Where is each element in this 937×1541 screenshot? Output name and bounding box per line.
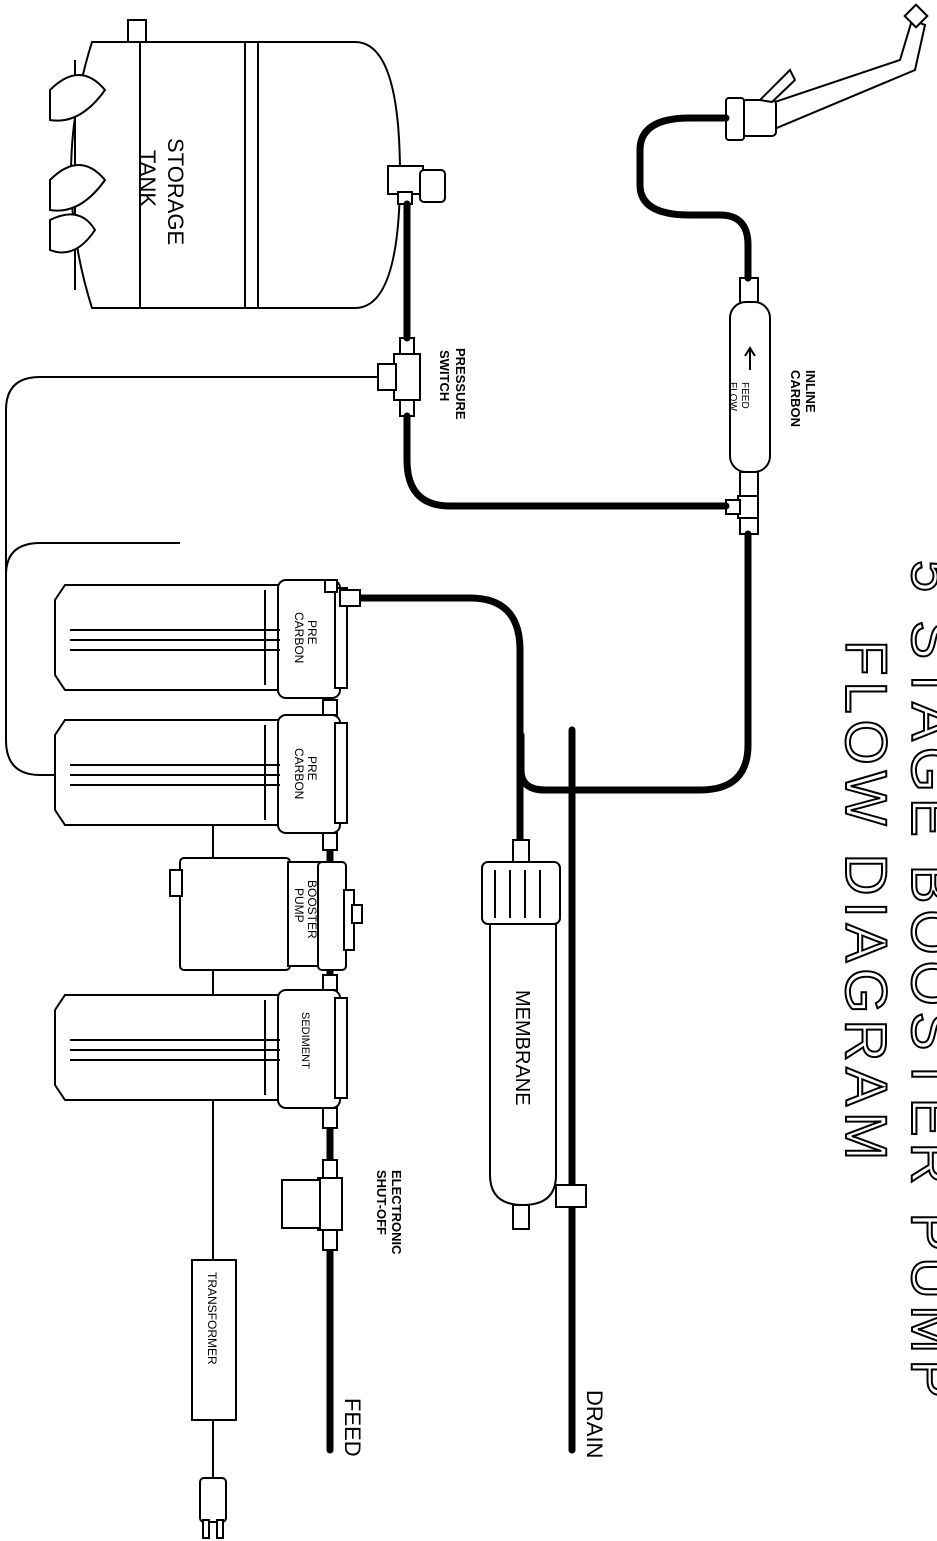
transformer: TRANSFORMER xyxy=(191,1259,237,1421)
pre-carbon-1-label-2: CARBON xyxy=(292,612,306,663)
inline-carbon-label-2: CARBON xyxy=(788,370,803,427)
membrane-label: MEMBRANE xyxy=(511,990,533,1106)
pre-carbon-filter-2: PRE CARBON xyxy=(54,699,348,851)
faucet xyxy=(725,3,929,141)
feed-flow-label-1: FEED xyxy=(739,382,750,409)
power-plug xyxy=(199,1477,227,1539)
pressure-switch-label-1: PRESSURE xyxy=(453,348,468,420)
booster-pump: BOOSTER PUMP xyxy=(169,857,363,991)
inline-carbon-label-1: INLINE xyxy=(803,370,818,413)
storage-tank-label-1: STORAGE xyxy=(163,138,188,245)
storage-tank-label-2: TANK xyxy=(135,150,160,207)
booster-pump-label-2: PUMP xyxy=(292,888,306,923)
pre-carbon-2-label-1: PRE xyxy=(305,756,319,781)
electronic-shutoff-label-2: SHUT-OFF xyxy=(374,1170,389,1235)
membrane-housing: MEMBRANE xyxy=(481,839,587,1230)
sediment-label: SEDIMENT xyxy=(299,1012,311,1069)
electronic-shutoff-valve: ELECTRONIC SHUT-OFF xyxy=(281,1159,404,1255)
transformer-label: TRANSFORMER xyxy=(205,1272,219,1365)
drain-label: DRAIN xyxy=(582,1390,607,1458)
booster-pump-label-1: BOOSTER xyxy=(305,880,319,939)
pre-carbon-1-label-1: PRE xyxy=(305,620,319,645)
storage-tank: STORAGE TANK xyxy=(49,19,446,309)
title-line1: 5 STAGE BOOSTER PUMP xyxy=(899,560,937,1404)
pre-carbon-filter-1: PRE CARBON xyxy=(54,579,361,699)
diagram-title: 5 STAGE BOOSTER PUMP FLOW DIAGRAM xyxy=(832,559,937,1405)
pre-carbon-2-label-2: CARBON xyxy=(292,748,306,799)
pressure-switch: PRESSURE SWITCH xyxy=(377,337,468,420)
feed-label: FEED xyxy=(340,1398,365,1457)
feed-flow-label-2: FLOW xyxy=(727,382,738,411)
sediment-filter: SEDIMENT xyxy=(54,989,348,1129)
title-line2: FLOW DIAGRAM xyxy=(833,640,898,1166)
inline-carbon-filter: FEED FLOW INLINE CARBON xyxy=(725,277,818,535)
pressure-switch-label-2: SWITCH xyxy=(437,350,452,401)
electronic-shutoff-label-1: ELECTRONIC xyxy=(389,1170,404,1255)
